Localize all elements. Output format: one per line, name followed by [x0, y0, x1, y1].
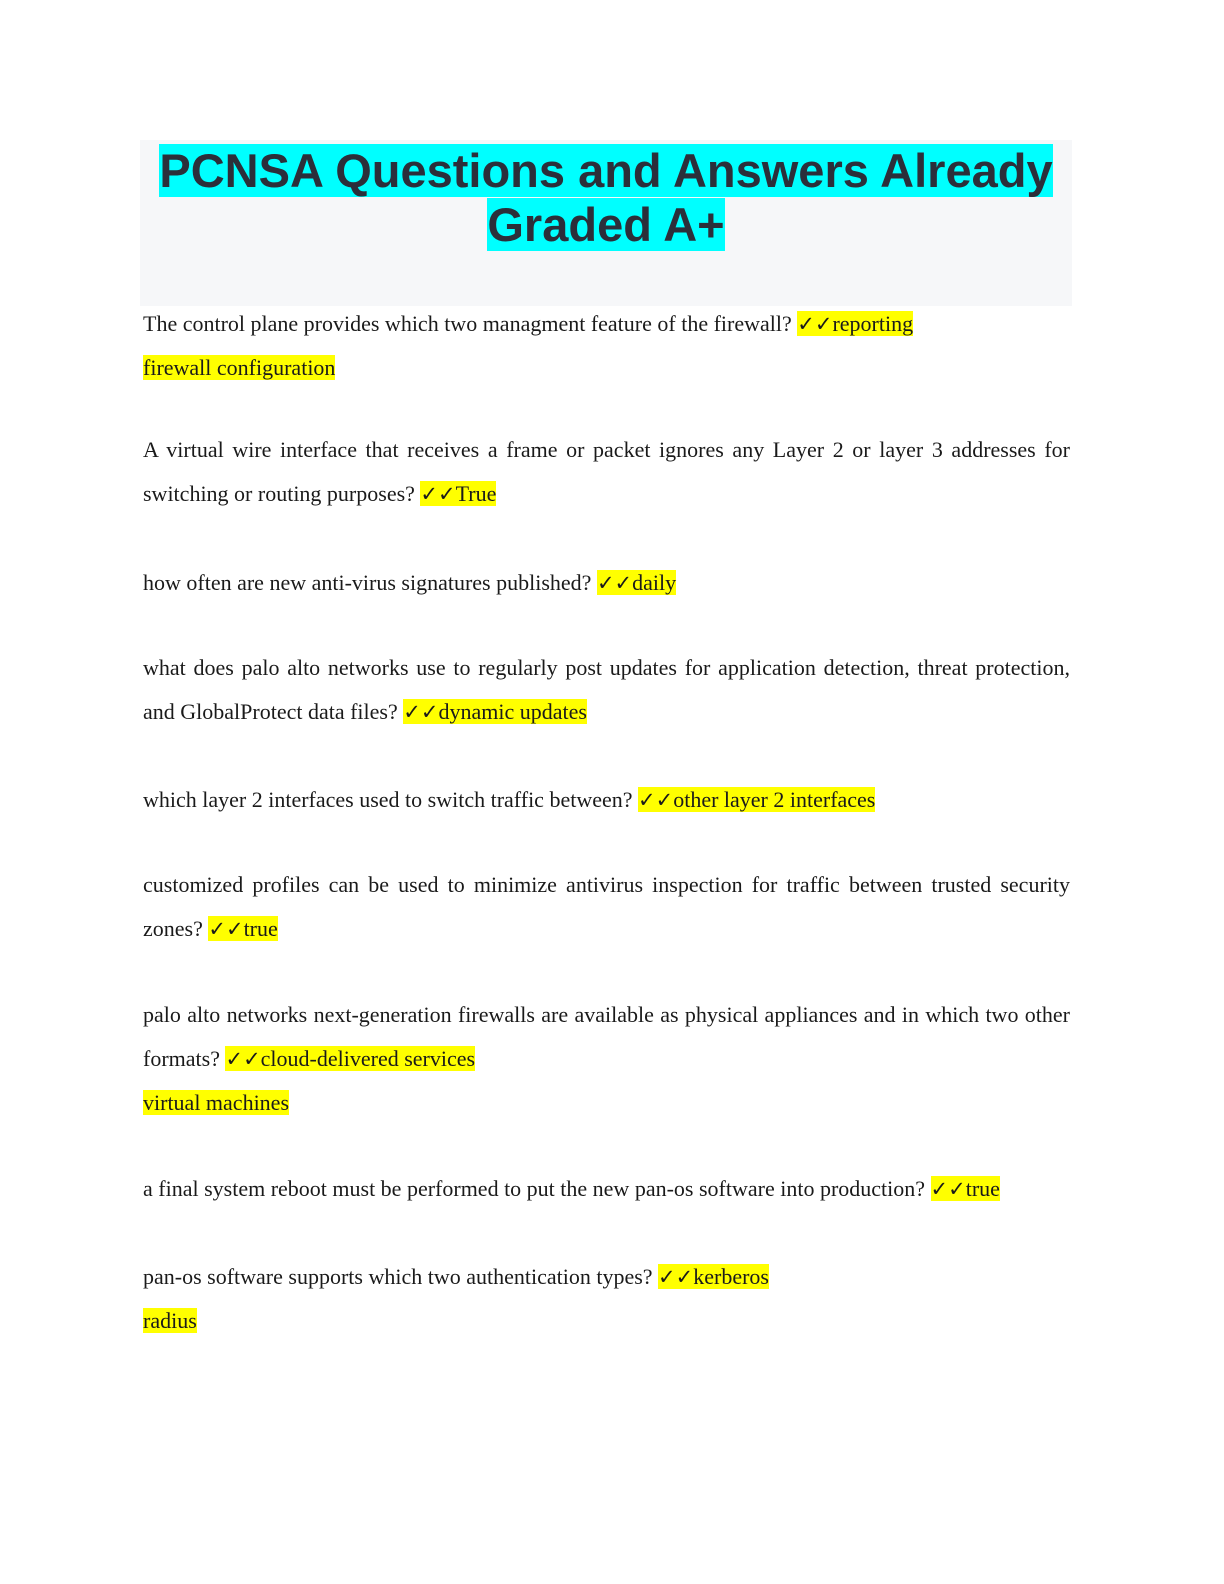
question-text: The control plane provides which two man… — [143, 311, 792, 336]
qa-item-6: customized profiles can be used to minim… — [143, 863, 1070, 951]
answer-highlight: ✓✓cloud-delivered services — [225, 1046, 476, 1071]
answer-highlight: ✓✓kerberos — [658, 1264, 769, 1289]
question-text: which layer 2 interfaces used to switch … — [143, 787, 633, 812]
qa-item-4: what does palo alto networks use to regu… — [143, 646, 1070, 734]
answer-text: True — [455, 481, 497, 506]
answer-highlight: ✓✓True — [420, 481, 497, 506]
check-mark-icon: ✓✓ — [797, 312, 833, 336]
answer-extra-text: firewall configuration — [143, 355, 336, 380]
answer-text: kerberos — [693, 1264, 769, 1289]
answer-extra-text: radius — [143, 1308, 197, 1333]
qa-item-7: palo alto networks next-generation firew… — [143, 993, 1070, 1125]
answer-text: other layer 2 interfaces — [673, 787, 876, 812]
answer-text: cloud-delivered services — [260, 1046, 476, 1071]
answer-text: dynamic updates — [438, 699, 587, 724]
qa-item-3: how often are new anti-virus signatures … — [143, 561, 1070, 605]
question-text: how often are new anti-virus signatures … — [143, 570, 592, 595]
check-mark-icon: ✓✓ — [420, 482, 456, 506]
answer-highlight: ✓✓dynamic updates — [403, 699, 587, 724]
title-block: PCNSA Questions and Answers Already Grad… — [140, 140, 1072, 306]
qa-item-5: which layer 2 interfaces used to switch … — [143, 778, 1070, 822]
answer-text: true — [965, 1176, 1000, 1201]
question-text: pan-os software supports which two authe… — [143, 1264, 653, 1289]
qa-item-8: a final system reboot must be performed … — [143, 1167, 1070, 1211]
answer-highlight: ✓✓true — [208, 916, 278, 941]
answer-highlight: ✓✓other layer 2 interfaces — [638, 787, 876, 812]
check-mark-icon: ✓✓ — [638, 788, 674, 812]
answer-text: true — [243, 916, 278, 941]
qa-item-2: A virtual wire interface that receives a… — [143, 428, 1070, 516]
question-text: what does palo alto networks use to regu… — [143, 655, 1070, 724]
check-mark-icon: ✓✓ — [208, 917, 244, 941]
check-mark-icon: ✓✓ — [930, 1177, 966, 1201]
check-mark-icon: ✓✓ — [596, 571, 633, 595]
answer-highlight: ✓✓true — [930, 1176, 1000, 1201]
question-text: customized profiles can be used to minim… — [143, 872, 1070, 941]
question-text: a final system reboot must be performed … — [143, 1176, 926, 1201]
answer-highlight: ✓✓reporting — [797, 311, 914, 336]
document-title-line-2: Graded A+ — [487, 198, 725, 251]
answer-text: daily — [632, 570, 677, 595]
answer-highlight: ✓✓daily — [596, 570, 677, 595]
document-title-line-1: PCNSA Questions and Answers Already — [159, 144, 1053, 197]
check-mark-icon: ✓✓ — [225, 1047, 261, 1071]
check-mark-icon: ✓✓ — [658, 1265, 694, 1289]
question-text: palo alto networks next-generation firew… — [143, 1002, 1070, 1071]
check-mark-icon: ✓✓ — [403, 700, 439, 724]
qa-item-1: The control plane provides which two man… — [143, 302, 1070, 390]
answer-text: reporting — [832, 311, 914, 336]
qa-item-9: pan-os software supports which two authe… — [143, 1255, 1070, 1343]
question-text: A virtual wire interface that receives a… — [143, 437, 1070, 506]
answer-extra-text: virtual machines — [143, 1090, 290, 1115]
